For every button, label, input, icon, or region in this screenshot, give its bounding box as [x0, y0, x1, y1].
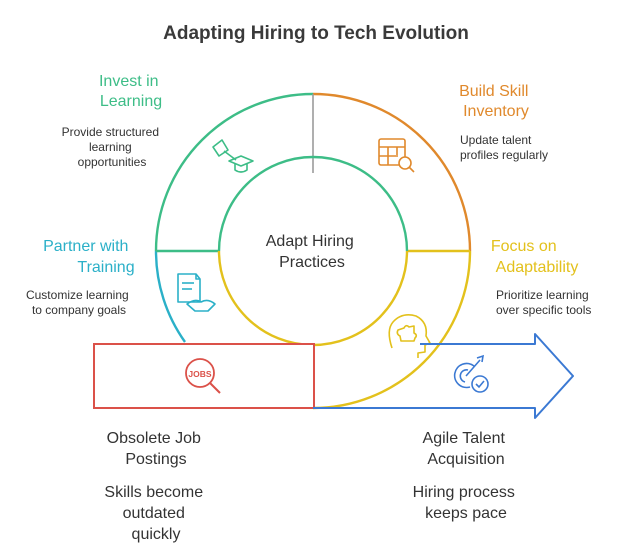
heading-focus-adaptability: Focus on Adaptability [491, 238, 578, 276]
ring-segment-learning [154, 92, 314, 252]
page-title: Adapting Hiring to Tech Evolution [163, 23, 469, 44]
ring-segment-training [154, 250, 186, 343]
heading-agile-acquisition: Agile Talent Acquisition [423, 430, 510, 468]
ring-segment-inventory [312, 92, 472, 252]
jobs-search-icon: JOBS [185, 358, 221, 394]
ring-segment-adaptability [312, 250, 472, 410]
desc-obsolete-postings: Skills become outdated quickly [104, 484, 207, 543]
inner-circle [217, 155, 409, 347]
jobs-icon-label: JOBS [188, 369, 211, 379]
desc-invest-learning: Provide structured learning opportunitie… [62, 125, 163, 169]
heading-partner-training: Partner with Training [43, 238, 135, 276]
outer-ring [154, 92, 472, 410]
desc-skill-inventory: Update talent profiles regularly [460, 133, 548, 162]
center-label: Adapt Hiring Practices [266, 233, 359, 271]
hand-graduation-cap-icon [212, 139, 254, 173]
desc-agile-acquisition: Hiring process keeps pace [413, 484, 520, 522]
agile-acquisition-arrow [313, 333, 574, 419]
heading-invest-learning: Invest in Learning [99, 73, 163, 110]
contract-handshake-icon [177, 273, 216, 312]
heading-skill-inventory: Build Skill Inventory [459, 83, 533, 120]
spreadsheet-search-icon [378, 138, 415, 173]
head-puzzle-icon [388, 314, 431, 358]
target-check-icon [453, 354, 489, 393]
desc-partner-training: Customize learning to company goals [26, 288, 132, 317]
heading-obsolete-postings: Obsolete Job Postings [107, 430, 206, 468]
desc-focus-adaptability: Prioritize learning over specific tools [496, 288, 592, 317]
